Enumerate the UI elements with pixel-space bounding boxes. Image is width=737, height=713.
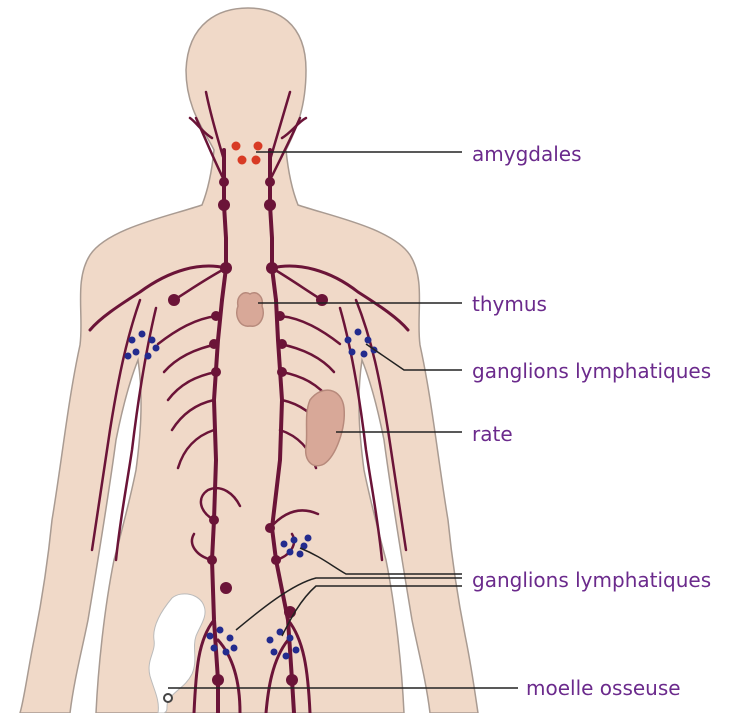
label-lymph-nodes-arm: ganglions lymphatiques	[472, 359, 711, 383]
label-spleen: rate	[472, 422, 513, 446]
thymus-organ	[237, 293, 264, 326]
bone-marrow-marker	[164, 694, 172, 702]
label-tonsils: amygdales	[472, 142, 582, 166]
label-lymph-nodes-groin: ganglions lymphatiques	[472, 568, 711, 592]
body-silhouette	[20, 8, 478, 713]
label-bone-marrow: moelle osseuse	[526, 676, 681, 700]
label-thymus: thymus	[472, 292, 547, 316]
